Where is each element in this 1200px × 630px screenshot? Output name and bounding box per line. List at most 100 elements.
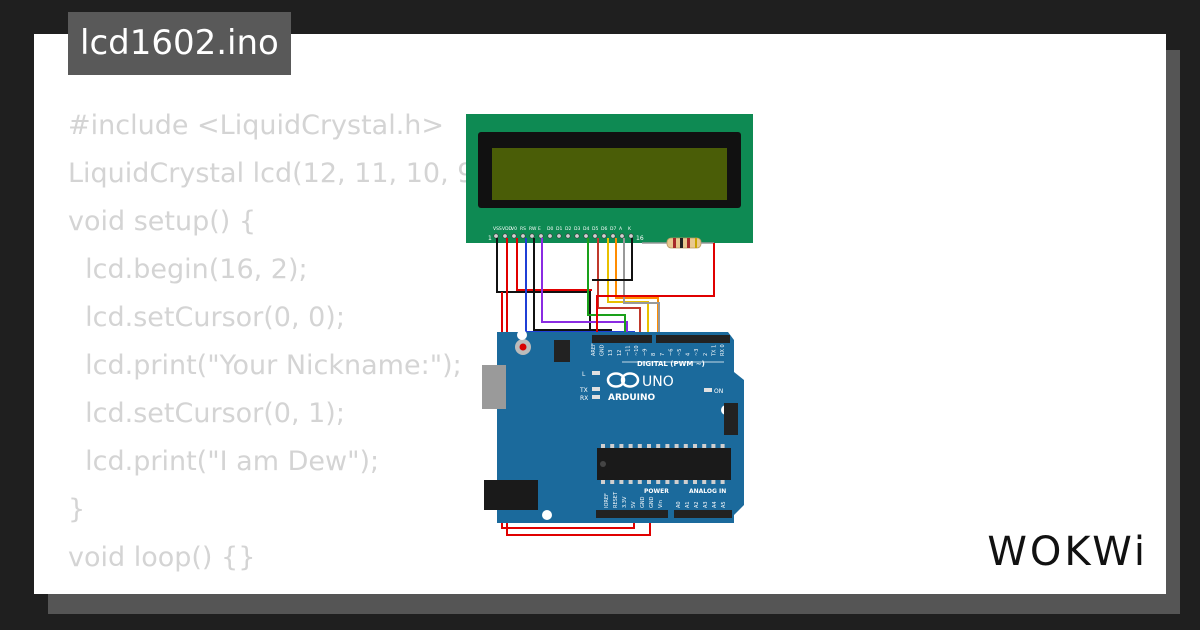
lcd-pin-label: V0 — [511, 226, 517, 232]
lcd-pin[interactable] — [601, 233, 607, 239]
power-jack — [484, 480, 538, 510]
lcd-pin-label: D0 — [547, 226, 553, 232]
digital-pin-label: AREF — [591, 343, 597, 356]
code-line: } — [68, 494, 86, 525]
lcd-pin[interactable] — [592, 233, 598, 239]
code-line: lcd.print("Your Nickname:"); — [68, 350, 462, 381]
digital-pin-label: 13 — [608, 350, 614, 356]
model-label: UNO — [642, 374, 674, 390]
lcd-pin-label: RW — [529, 226, 537, 232]
microcontroller-chip — [597, 448, 731, 480]
analog-pin-label: A1 — [685, 501, 691, 508]
lcd-pin[interactable] — [547, 233, 553, 239]
lcd-pin-label: D5 — [592, 226, 598, 232]
lcd-pin[interactable] — [610, 233, 616, 239]
digital-pin-label: 7 — [660, 353, 666, 356]
code-line: lcd.print("I am Dew"); — [68, 446, 380, 477]
lcd-pin[interactable] — [511, 233, 517, 239]
lcd-pin-label: VSS — [493, 226, 502, 232]
lcd-pin-label: D3 — [574, 226, 580, 232]
lcd-pin[interactable] — [493, 233, 499, 239]
digital-pin-label: 4 — [686, 353, 692, 356]
digital-pin-label: ~5 — [677, 349, 683, 356]
usb-connector — [482, 365, 506, 409]
lcd-pin-first: 1 — [488, 235, 492, 242]
digital-pin-label: ~9 — [643, 349, 649, 356]
code-line: lcd.begin(16, 2); — [68, 254, 308, 285]
lcd-pin[interactable] — [574, 233, 580, 239]
analog-pin-label: A3 — [703, 501, 709, 508]
code-line: LiquidCrystal lcd(12, 11, 10, 9, 8, 7); — [68, 158, 563, 189]
brand-label: ARDUINO — [608, 393, 656, 403]
code-listing: #include <LiquidCrystal.h> LiquidCrystal… — [68, 104, 563, 584]
code-line: void setup() { — [68, 206, 257, 237]
lcd-pin[interactable] — [520, 233, 526, 239]
power-label: POWER — [644, 488, 669, 495]
digital-pin-label: 2 — [703, 353, 709, 356]
digital-pin-label: ~11 — [625, 345, 631, 356]
lcd-pin[interactable] — [556, 233, 562, 239]
digital-pin-label: ~3 — [694, 349, 700, 356]
lcd-pin[interactable] — [529, 233, 535, 239]
code-line: void loop() {} — [68, 542, 256, 573]
lcd-pin-label: RS — [520, 226, 526, 232]
analog-pin-label: A0 — [676, 501, 682, 508]
digital-pin-label: ~6 — [668, 349, 674, 356]
digital-header-right — [656, 335, 730, 343]
lcd-pin[interactable] — [619, 233, 625, 239]
led-rx-label: RX — [580, 395, 588, 402]
lcd-pin[interactable] — [502, 233, 508, 239]
wokwi-logo[interactable]: WOKWi — [987, 529, 1148, 575]
lcd-pin-label: E — [538, 226, 541, 232]
lcd-pin[interactable] — [628, 233, 634, 239]
power-pin-label: 3.3V — [622, 496, 628, 508]
lcd-pin-label: D4 — [583, 226, 589, 232]
power-pin-label: Vin — [658, 500, 664, 508]
digital-pin-label: TX 1 — [711, 345, 717, 357]
lcd-pin-label: D7 — [610, 226, 616, 232]
lcd-pin-label: K — [628, 226, 632, 232]
power-pin-label: IOREF — [604, 493, 610, 508]
digital-label: DIGITAL (PWM ~) — [637, 360, 705, 368]
led-l-label: L — [582, 371, 586, 378]
digital-pin-label: 8 — [651, 353, 657, 356]
code-line: lcd.setCursor(0, 1); — [68, 398, 345, 429]
power-pin-label: 5V — [631, 501, 637, 508]
led-tx-label: TX — [579, 387, 588, 394]
lcd-pin-label: D1 — [556, 226, 562, 232]
digital-header-left — [592, 335, 652, 343]
analog-pin-label: A2 — [694, 501, 700, 508]
digital-pin-label: 12 — [617, 350, 623, 356]
digital-pin-label: ~10 — [634, 345, 640, 356]
code-line: #include <LiquidCrystal.h> — [68, 110, 445, 141]
on-label: ON — [714, 388, 723, 395]
power-header — [596, 510, 668, 518]
lcd-pin-label: D6 — [601, 226, 607, 232]
lcd-pin[interactable] — [583, 233, 589, 239]
lcd-pin-label: A — [619, 226, 623, 232]
analog-pin-label: A4 — [712, 501, 718, 508]
analog-label: ANALOG IN — [689, 488, 726, 495]
lcd-pin[interactable] — [565, 233, 571, 239]
lcd-pin-last: 16 — [636, 235, 644, 242]
arduino-logo-icon — [606, 372, 640, 388]
lcd-screen — [492, 148, 727, 200]
power-pin-label: GND — [640, 496, 646, 508]
code-line: lcd.setCursor(0, 0); — [68, 302, 345, 333]
resistor[interactable] — [642, 237, 714, 249]
digital-pin-label: RX 0 — [720, 344, 726, 356]
analog-header — [674, 510, 732, 518]
file-name-tab[interactable]: lcd1602.ino — [68, 12, 291, 75]
lcd-pin[interactable] — [538, 233, 544, 239]
analog-pin-label: A5 — [721, 501, 727, 508]
power-pin-label: RESET — [613, 491, 619, 508]
lcd-pin-label: D2 — [565, 226, 571, 232]
power-pin-label: GND — [649, 496, 655, 508]
